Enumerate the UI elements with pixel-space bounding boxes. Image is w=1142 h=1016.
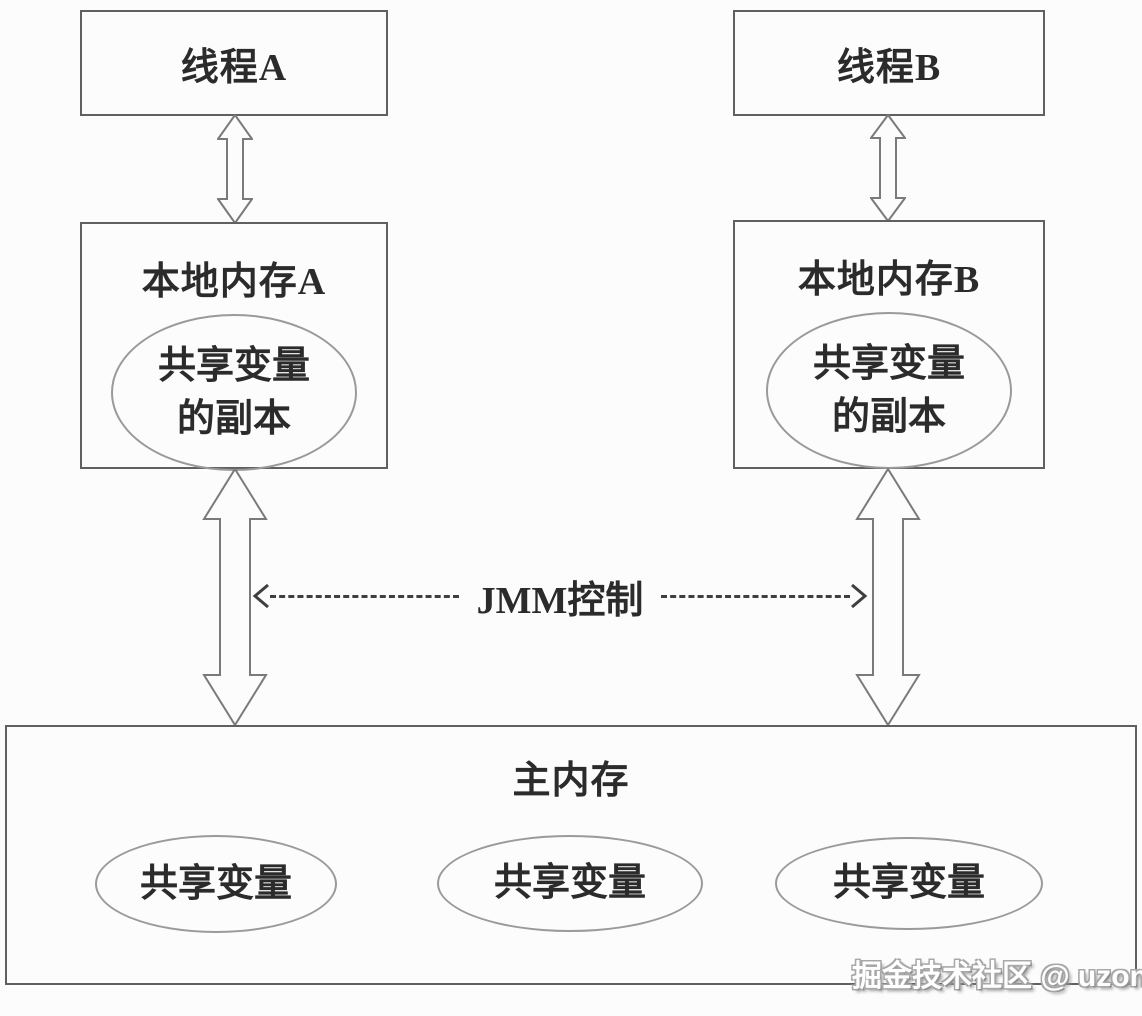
vertical-double-arrow-thread-a-icon xyxy=(217,114,253,224)
local-memory-b-title: 本地内存B xyxy=(797,259,981,301)
shared-copy-line2: 的副本 xyxy=(176,397,291,440)
main-memory-shared-var-ellipse: 共享变量 xyxy=(775,837,1043,930)
main-memory-shared-var-ellipse: 共享变量 xyxy=(95,835,337,933)
dashed-line-left xyxy=(270,594,459,598)
shared-var-label: 共享变量 xyxy=(832,862,985,905)
main-memory-title: 主内存 xyxy=(512,760,630,802)
shared-var-label: 共享变量 xyxy=(493,862,646,905)
shared-copy-line1: 共享变量 xyxy=(157,345,310,388)
dashed-line-right xyxy=(661,594,851,598)
local-memory-a-shared-copy-ellipse: 共享变量 的副本 xyxy=(111,314,357,471)
local-memory-b-shared-copy-ellipse: 共享变量 的副本 xyxy=(766,312,1012,469)
jmm-control-connector: JMM控制 xyxy=(252,580,868,622)
thread-b-box: 线程B xyxy=(733,10,1045,116)
thread-a-box: 线程A xyxy=(80,10,388,116)
watermark: 掘金技术社区 @ uzong xyxy=(852,960,1142,993)
shared-copy-line2: 的副本 xyxy=(831,395,946,438)
local-memory-b-box: 本地内存B 共享变量 的副本 xyxy=(733,220,1045,469)
thread-a-label: 线程A xyxy=(180,46,288,89)
local-memory-a-box: 本地内存A 共享变量 的副本 xyxy=(80,222,388,471)
shared-var-label: 共享变量 xyxy=(139,862,292,905)
vertical-double-arrow-thread-b-icon xyxy=(870,114,906,222)
dashed-arrow-right-head-icon xyxy=(851,583,868,609)
shared-copy-line1: 共享变量 xyxy=(812,343,965,386)
dashed-arrow-left-head-icon xyxy=(252,583,269,609)
main-memory-shared-var-ellipse: 共享变量 xyxy=(437,835,703,932)
local-memory-a-title: 本地内存A xyxy=(141,261,327,303)
jmm-control-label: JMM控制 xyxy=(476,579,644,622)
main-memory-box: 主内存 共享变量 共享变量 共享变量 xyxy=(5,725,1137,985)
thread-b-label: 线程B xyxy=(836,46,942,89)
